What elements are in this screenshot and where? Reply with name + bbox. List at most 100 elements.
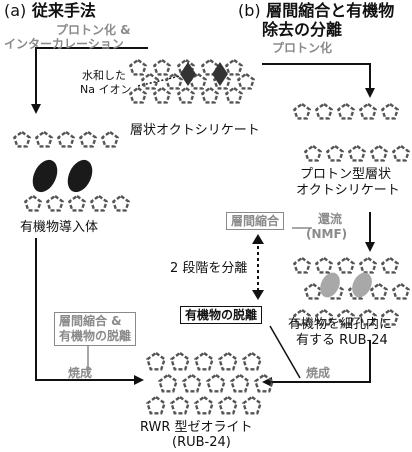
silicate-ring (200, 58, 220, 76)
silicate-ring (380, 308, 400, 326)
silicate-ring (34, 130, 54, 148)
silicate-ring (140, 72, 160, 90)
silicate-ring (146, 351, 166, 371)
right-step1-label: プロトン化 (272, 41, 333, 55)
silicate-ring (242, 351, 262, 371)
silicate-ring (224, 58, 244, 76)
silicate-ring (176, 58, 196, 76)
silicate-ring (236, 72, 256, 90)
heading-left-title: 従来手法 (31, 1, 96, 20)
silicate-ring (56, 130, 76, 148)
silicate-ring (170, 395, 190, 415)
silicate-ring (303, 282, 323, 300)
silicate-ring (314, 256, 334, 274)
condensation-box: 層間縮合 (226, 212, 285, 231)
silicate-ring (358, 256, 378, 274)
heading-right: (b) 層間縮合と有機物 (238, 1, 395, 20)
left-condensation-removal-box: 層間縮合 & 有機物の脱離 (54, 312, 137, 346)
silicate-ring (347, 144, 367, 162)
silicate-ring (292, 308, 312, 326)
silicate-ring (100, 130, 120, 148)
silicate-ring (303, 144, 323, 162)
silicate-ring (194, 395, 214, 415)
arrow-right-step1 (262, 63, 375, 98)
sodium-ion-diamond (180, 62, 196, 86)
left-calcination-label: 焼成 (68, 366, 93, 380)
heading-right-title-line1: 層間縮合と有機物 (266, 1, 395, 20)
silicate-ring (111, 194, 131, 212)
silicate-ring (314, 102, 334, 120)
left-step1-label-line2: インターカレーション (4, 37, 124, 51)
rub24-organic-framework (292, 256, 411, 326)
product-label-line1: RWR 型ゼオライト (140, 420, 253, 435)
silicate-ring (152, 86, 172, 104)
organic-in-pore-ellipse (352, 272, 372, 298)
silicate-ring (128, 86, 148, 104)
silicate-ring (12, 130, 32, 148)
protonated-label-line2: オクトシリケート (296, 183, 400, 198)
silicate-ring (170, 351, 190, 371)
rub-label-line1: 有機物を細孔内に (288, 317, 393, 332)
left-intermediate-label: 有機物導入体 (20, 220, 99, 235)
sodium-leader-line (137, 75, 181, 87)
protonated-octosilicate-framework (292, 102, 411, 162)
silicate-ring (230, 373, 250, 393)
sodium-ion-diamond (212, 62, 228, 86)
right-calcination-label: 焼成 (306, 366, 331, 380)
organic-molecule-ellipse (32, 159, 58, 193)
sodium-label-line1: 水和した (82, 69, 126, 82)
silicate-ring (292, 102, 312, 120)
silicate-ring (182, 373, 202, 393)
silicate-ring (78, 130, 98, 148)
protonated-label-line1: プロトン型層状 (300, 167, 392, 182)
silicate-ring (176, 86, 196, 104)
arrow-left-calcination (35, 238, 144, 385)
silicate-ring (158, 373, 178, 393)
silicate-ring (67, 194, 87, 212)
silicate-ring (358, 308, 378, 326)
silicate-ring (336, 308, 356, 326)
silicate-ring (218, 395, 238, 415)
silicate-ring (391, 144, 411, 162)
silicate-ring (218, 351, 238, 371)
reflux-label-line2: (NMF) (306, 227, 348, 241)
reflux-label-line1: 還流 (318, 212, 343, 226)
silicate-ring (224, 86, 244, 104)
separate-arrow-head-up (252, 234, 264, 244)
silicate-ring (314, 308, 334, 326)
separate-arrow-head-down (252, 290, 264, 300)
heading-left: (a) 従来手法 (4, 1, 96, 20)
silicate-ring (380, 256, 400, 274)
arrow-right-calcination (262, 340, 371, 387)
left-step1-label-line1: プロトン化 & (56, 23, 131, 37)
organic-molecule-ellipse (67, 159, 93, 193)
removal-box: 有機物の脱離 (180, 306, 263, 325)
silicate-ring (45, 194, 65, 212)
separate-label: 2 段階を分離 (170, 261, 248, 276)
silicate-ring (391, 282, 411, 300)
silicate-ring (254, 373, 274, 393)
left-box-line2: 有機物の脱離 (59, 329, 132, 343)
sodium-label-line2: Na イオン (80, 83, 132, 96)
silicate-ring (242, 395, 262, 415)
silicate-ring (358, 102, 378, 120)
start-material-label: 層状オクトシリケート (130, 123, 260, 138)
silicate-ring (128, 58, 148, 76)
silicate-ring (152, 58, 172, 76)
heading-right-label: (b) (238, 1, 261, 20)
silicate-ring (292, 256, 312, 274)
layered-octosilicate-framework (128, 58, 256, 104)
left-box-line1: 層間縮合 & (59, 314, 122, 328)
silicate-ring (336, 102, 356, 120)
silicate-ring (200, 86, 220, 104)
silicate-ring (380, 102, 400, 120)
silicate-ring (336, 256, 356, 274)
organic-in-pore-ellipse (320, 272, 340, 298)
removal-box-connector (269, 325, 301, 379)
product-label-line2: (RUB-24) (172, 435, 231, 450)
silicate-ring (369, 144, 389, 162)
heading-left-label: (a) (4, 1, 27, 20)
silicate-ring (23, 194, 43, 212)
arrow-left-step1 (31, 47, 148, 114)
